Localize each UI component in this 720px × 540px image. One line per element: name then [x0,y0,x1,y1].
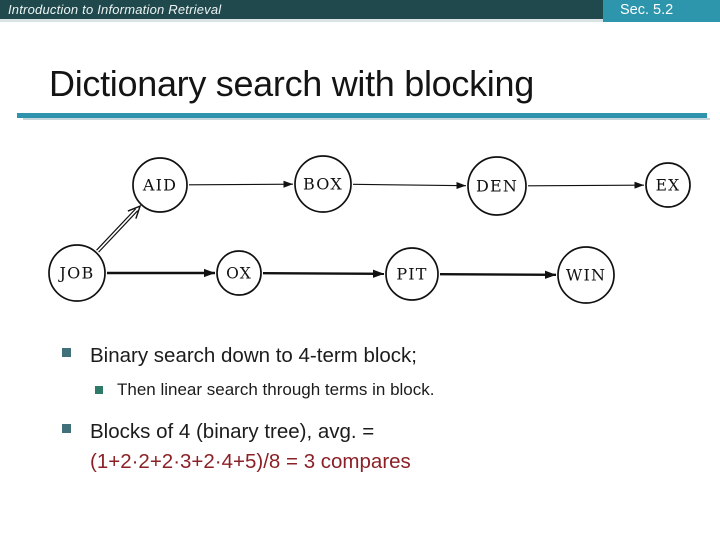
thick-arrow [262,269,385,278]
bullet-line-2-emphasis: (1+2·2+2·3+2·4+5)/8 = 3 compares [90,450,411,473]
header-bar [0,0,720,19]
node-label: DEN [476,177,518,196]
thick-arrow [439,270,557,279]
bullet-text: Then linear search through terms in bloc… [117,380,435,399]
node-circle [294,155,352,213]
bullet-text: Binary search down to 4-term block; [90,344,417,367]
double-arrow-line [98,210,139,253]
course-title: Introduction to Information Retrieval [8,2,222,17]
node-circle [48,244,106,302]
thin-arrow [188,180,294,188]
node-label: OX [226,265,252,283]
section-badge: Sec. 5.2 [603,0,720,22]
title-underline-shadow [23,118,710,120]
bullet-text: Blocks of 4 (binary tree), avg. = (1+2·2… [90,417,411,477]
header-bar-shadow [0,19,720,22]
page-title: Dictionary search with blocking [49,63,534,104]
title-underline [17,113,707,118]
bullet-item: Blocks of 4 (binary tree), avg. = (1+2·2… [62,417,411,477]
node-circle [385,247,439,301]
node-circle [557,246,615,304]
node-label: JOB [58,264,95,283]
diagram-edges [96,180,645,279]
thin-arrow [352,182,467,190]
node-label: AID [142,176,177,195]
double-arrow-line [96,208,137,251]
bullet-square-icon [95,386,103,394]
thin-arrow [527,181,645,189]
bullet-item: Then linear search through terms in bloc… [95,380,435,400]
node-circle [645,162,691,208]
bullet-line-1: Blocks of 4 (binary tree), avg. = [90,420,375,443]
node-circle [132,157,188,213]
node-circle [467,156,527,216]
node-label: BOX [303,175,343,194]
bullet-square-icon [62,348,71,357]
node-label: EX [656,177,681,195]
node-label: PIT [396,265,427,284]
node-circle [216,250,262,296]
bullet-item: Binary search down to 4-term block; [62,341,417,371]
diagram-nodes: AID BOX DEN EX JOB OX PIT WIN [48,155,691,304]
node-label: WIN [566,266,606,285]
double-arrow-head [127,204,142,219]
bullet-square-icon [62,424,71,433]
